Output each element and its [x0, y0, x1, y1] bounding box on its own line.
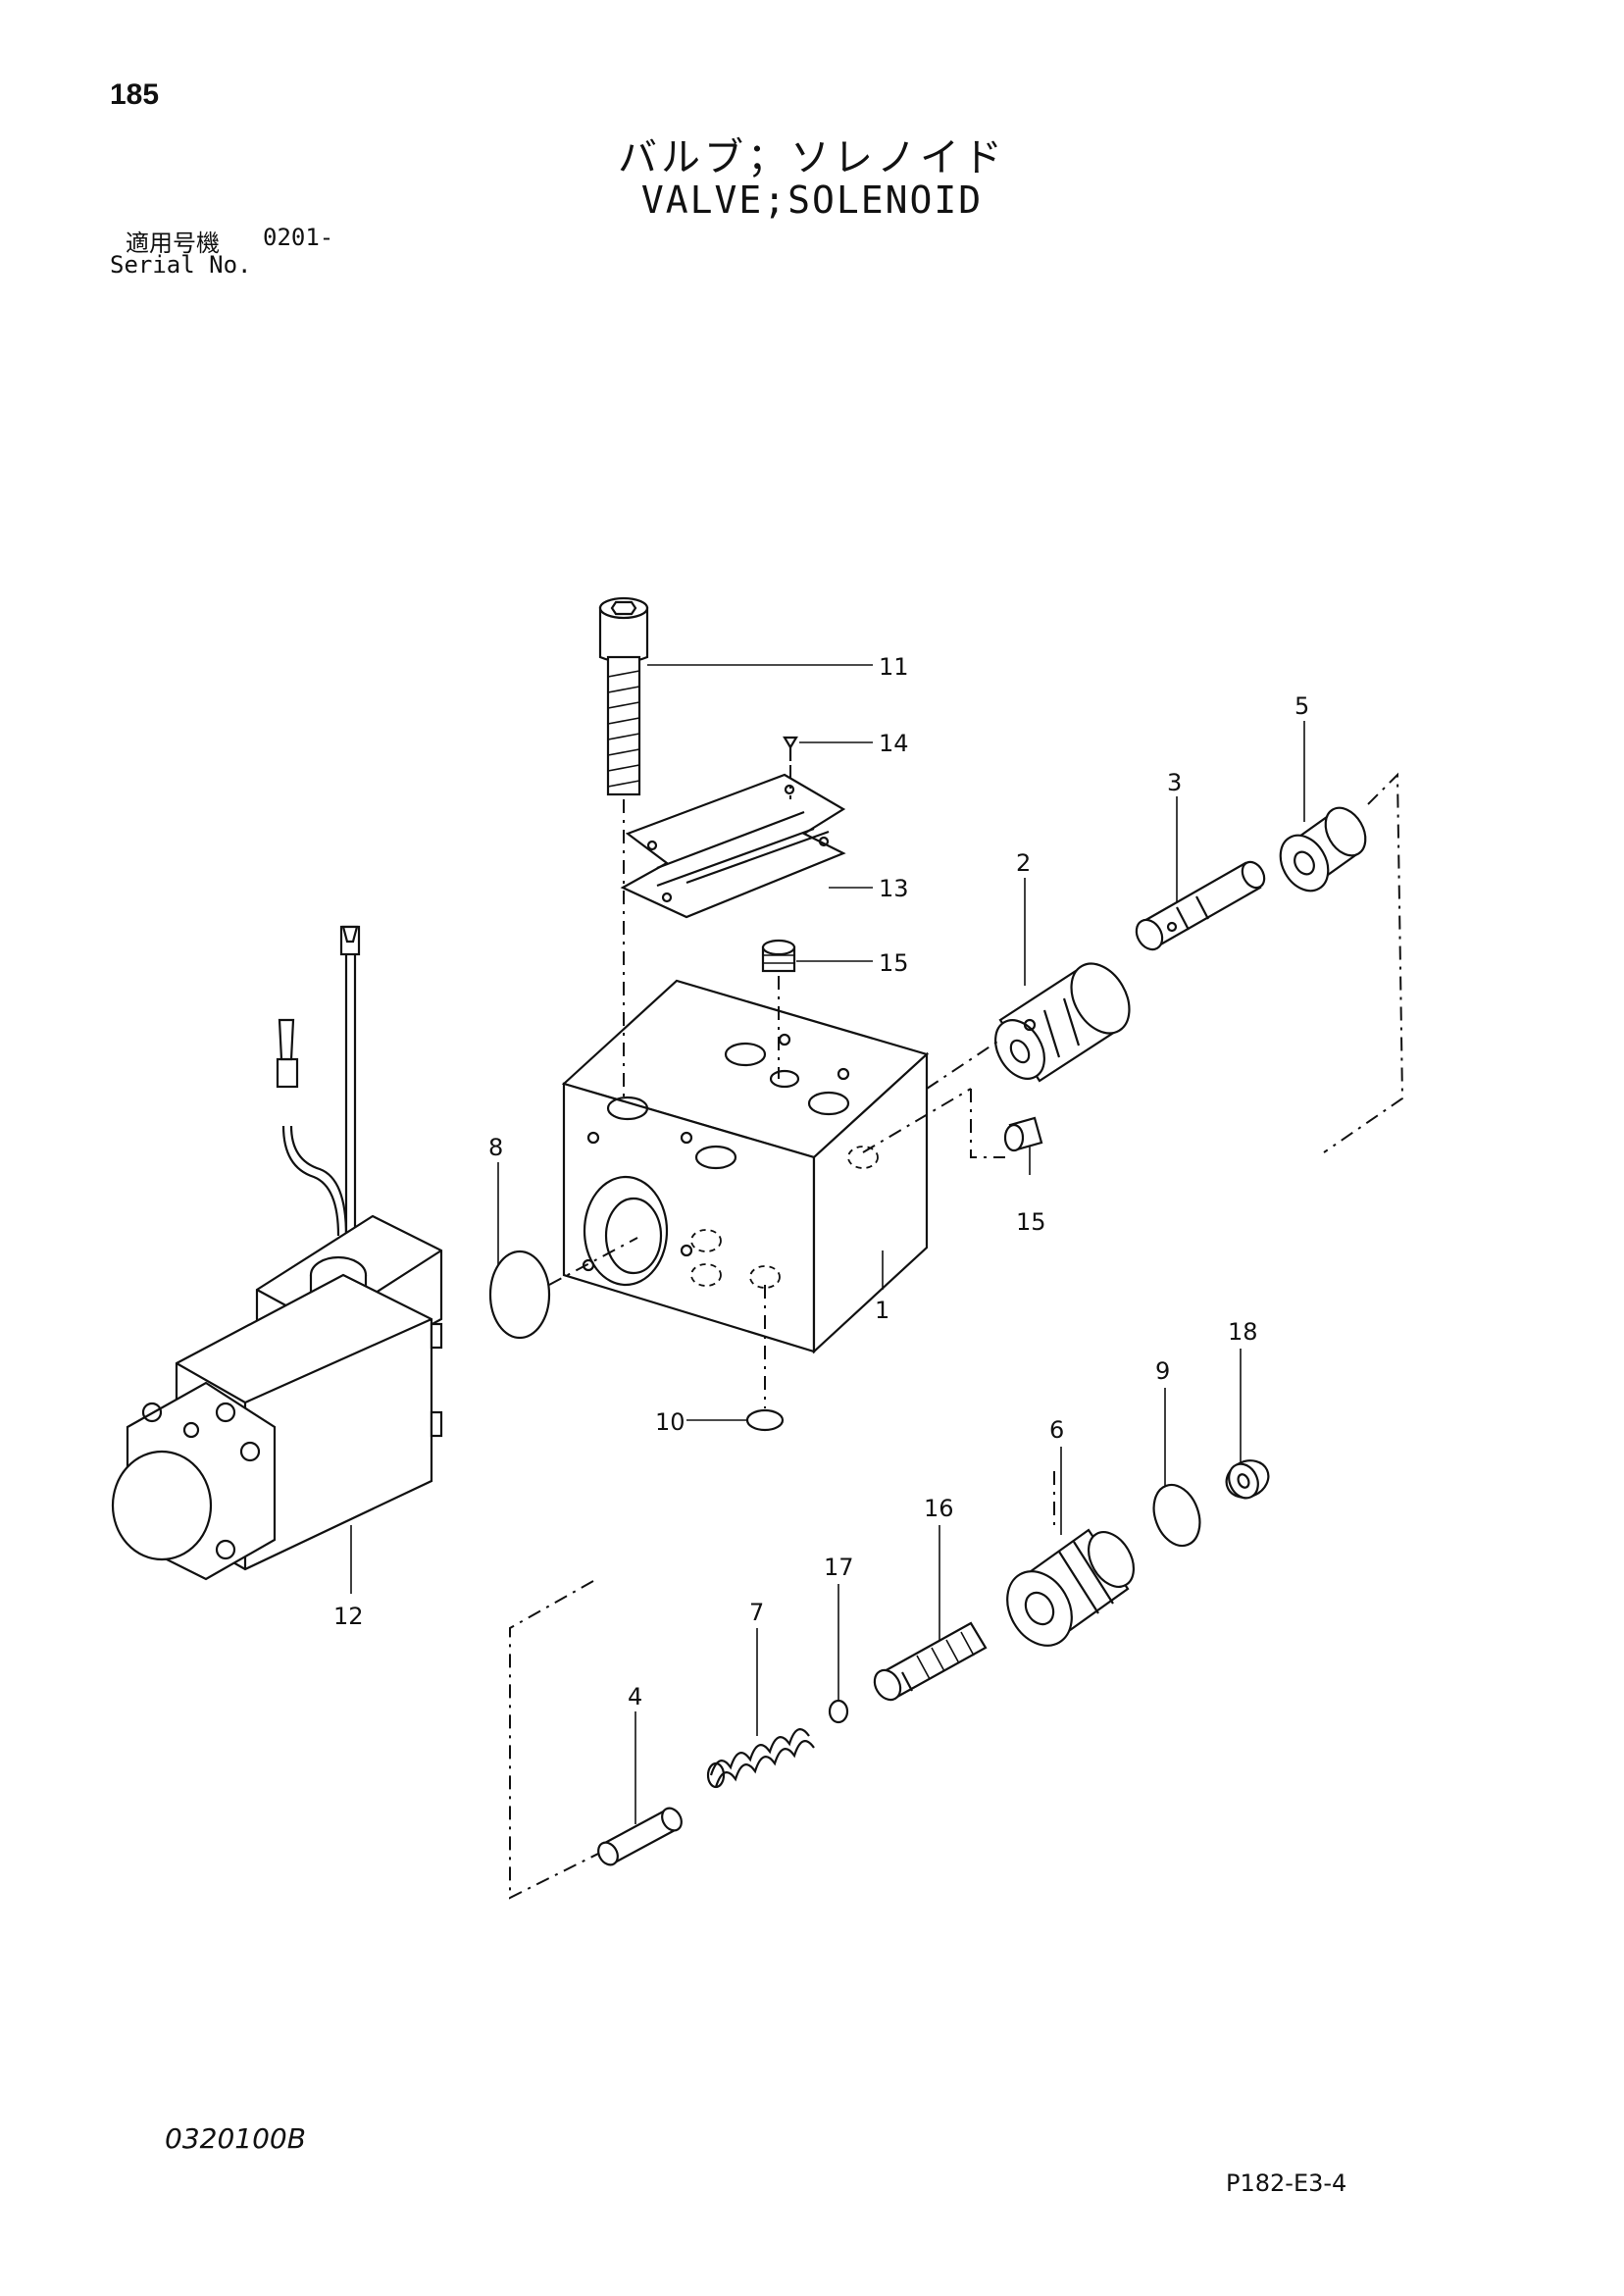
callout-10: 10 [655, 1408, 685, 1436]
cap-part-5 [1279, 772, 1404, 1153]
nut-part-6 [1006, 1471, 1136, 1647]
title-japanese: バルブ；ソレノイド [618, 135, 1006, 180]
callout-1: 1 [875, 1297, 889, 1324]
callout-15-top: 15 [879, 949, 909, 977]
plug-part-15-top [761, 939, 796, 1079]
bolt-part-11 [598, 596, 649, 1103]
callout-5: 5 [1294, 692, 1309, 720]
o-ring-part-9 [1152, 1483, 1201, 1548]
callout-11: 11 [879, 653, 909, 681]
o-ring-part-8 [488, 1237, 638, 1340]
callout-16: 16 [924, 1495, 954, 1522]
callout-8: 8 [488, 1134, 503, 1161]
sleeve-part-2 [926, 962, 1131, 1090]
cover-plate-part-13 [620, 773, 846, 919]
screw-part-14 [783, 736, 798, 799]
callout-9: 9 [1155, 1357, 1170, 1385]
callout-7: 7 [749, 1599, 764, 1626]
lower-assembly-bracket [509, 1580, 609, 1900]
callout-18: 18 [1228, 1318, 1258, 1346]
drawing-code: 0320100B [165, 2122, 306, 2155]
leader-lines [350, 664, 1305, 1824]
callout-12: 12 [333, 1603, 364, 1630]
callout-13: 13 [879, 875, 909, 902]
callout-17: 17 [824, 1554, 854, 1581]
nut-part-18 [1225, 1459, 1270, 1500]
spool-part-3 [1135, 860, 1266, 951]
serial-label-japanese: 適用号機 [126, 230, 220, 257]
callout-4: 4 [628, 1683, 642, 1710]
callout-15-side: 15 [1016, 1208, 1046, 1236]
plug-part-10 [745, 1285, 785, 1432]
page-reference: P182-E3-4 [1226, 2169, 1347, 2197]
adjust-screw-part-16 [873, 1621, 988, 1702]
valve-body-part-1 [561, 979, 930, 1354]
serial-label-english: Serial No. [110, 251, 252, 279]
serial-value: 0201- [263, 224, 334, 251]
callout-labels: 11 14 13 15 2 3 5 8 15 1 10 12 6 9 18 16… [333, 653, 1309, 1710]
spring-part-7 [706, 1728, 815, 1789]
page-number: 185 [110, 78, 160, 111]
callout-2: 2 [1016, 849, 1031, 877]
callout-14: 14 [879, 730, 909, 757]
pin-part-4 [597, 1807, 683, 1866]
title-english: VALVE;SOLENOID [640, 179, 984, 222]
callout-6: 6 [1049, 1416, 1064, 1444]
o-ring-part-17 [828, 1699, 849, 1724]
callout-3: 3 [1167, 769, 1182, 796]
solenoid-part-12 [111, 925, 443, 1581]
plug-part-15-side [862, 1088, 1043, 1158]
